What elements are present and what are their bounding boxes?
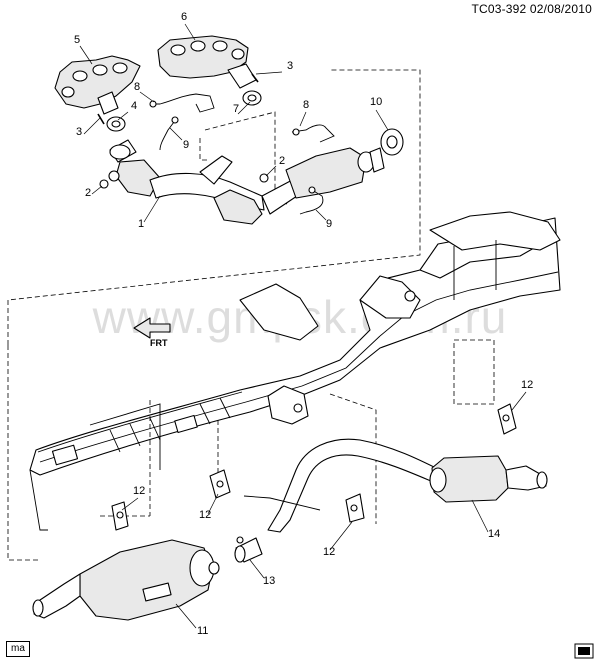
hanger-rear xyxy=(345,493,365,523)
pipe-clamp xyxy=(234,536,263,563)
callout-c13: 13 xyxy=(263,575,275,587)
gm-logo-icon xyxy=(574,643,594,659)
callout-c9a: 9 xyxy=(183,139,189,151)
upper-group-border xyxy=(7,69,421,345)
callout-labels: 5 6 3 8 4 7 8 10 3 9 2 2 1 9 12 12 12 14 12 13 11 xyxy=(74,11,533,637)
catalytic-converter-left xyxy=(108,139,161,197)
callout-c2b: 2 xyxy=(85,187,91,199)
footer-tag: ma xyxy=(6,641,30,657)
exhaust-manifold-right xyxy=(157,35,257,89)
callout-c1: 1 xyxy=(138,218,144,230)
front-label: FRT xyxy=(150,338,168,348)
callout-c3a: 3 xyxy=(287,60,293,72)
callout-c7: 7 xyxy=(233,103,239,115)
callout-c9b: 9 xyxy=(326,218,332,230)
diagram-code: TC03-392 02/08/2010 xyxy=(471,2,592,16)
callout-c3b: 3 xyxy=(76,126,82,138)
sensor-wire xyxy=(243,495,321,511)
group-dash-2 xyxy=(199,138,210,161)
front-direction-arrow: FRT xyxy=(133,317,171,348)
callout-c12d: 12 xyxy=(323,546,335,558)
catalytic-converter-right xyxy=(213,147,385,225)
rear-muffler xyxy=(429,455,548,503)
exhaust-manifold-left xyxy=(54,55,141,115)
callout-c8a: 8 xyxy=(134,81,140,93)
callout-c12c: 12 xyxy=(199,509,211,521)
callout-c2a: 2 xyxy=(279,155,285,167)
front-muffler xyxy=(32,539,220,621)
callout-c5: 5 xyxy=(74,34,80,46)
callout-c4: 4 xyxy=(131,100,137,112)
oxygen-sensors xyxy=(149,93,335,215)
leader-lines xyxy=(79,23,527,629)
flange-gasket xyxy=(380,128,404,156)
callout-c14: 14 xyxy=(488,528,500,540)
lower-exhaust-assembly xyxy=(7,339,548,621)
callout-c10: 10 xyxy=(370,96,382,108)
callout-c12a: 12 xyxy=(521,379,533,391)
hanger-left xyxy=(111,501,129,531)
callout-c6: 6 xyxy=(181,11,187,23)
hanger-box-right xyxy=(453,339,495,405)
callout-c12b: 12 xyxy=(133,485,145,497)
hanger-right xyxy=(497,403,517,435)
callout-c8b: 8 xyxy=(303,99,309,111)
upper-exhaust-assembly xyxy=(7,35,421,345)
stud-right xyxy=(251,73,259,83)
hanger-center xyxy=(209,469,231,499)
stud-left xyxy=(97,113,105,125)
vehicle-frame xyxy=(29,211,561,531)
callout-c11: 11 xyxy=(197,625,208,637)
